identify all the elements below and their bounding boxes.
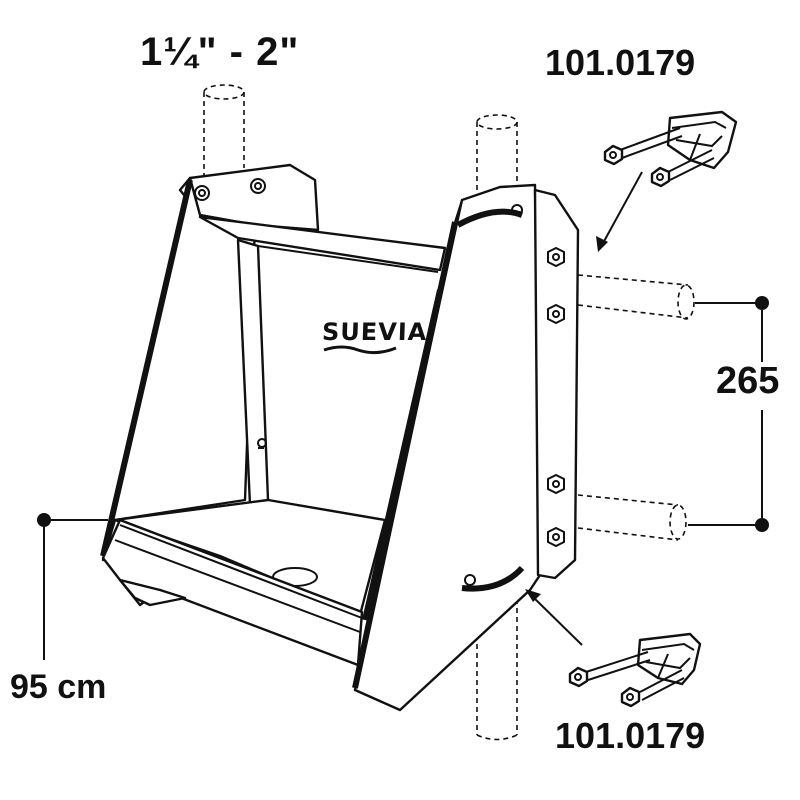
pipe-size-label: 1¼" - 2"	[140, 30, 300, 74]
arrow-icon	[525, 589, 583, 646]
left-pipe-dashed	[203, 84, 245, 178]
brand-wave	[323, 345, 397, 355]
bolt-icon	[603, 127, 683, 166]
brand-logo: SUEVIA	[321, 318, 428, 346]
part-code-top: 101.0179	[545, 42, 696, 83]
u-bolt-clamp-icon	[568, 632, 702, 708]
nut-icon	[547, 526, 565, 548]
mounting-plate	[533, 188, 580, 580]
spacing-dimension-label: 265	[716, 360, 780, 402]
height-dimension-label: 95 cm	[10, 668, 107, 706]
trough-right-panel	[352, 183, 542, 712]
trough-inner-wall	[198, 215, 447, 521]
bolt-icon	[568, 651, 651, 688]
bolt-icon	[620, 669, 685, 708]
bolt-icon	[650, 149, 715, 188]
u-bolt-clamp-icon	[603, 110, 738, 188]
spacing-dimension	[688, 296, 769, 532]
trough-front-lip	[101, 518, 364, 667]
trough-back-plate	[178, 163, 320, 232]
part-code-bottom: 101.0179	[555, 715, 706, 756]
nut-icon	[547, 473, 565, 495]
pipe-stubs-dashed	[577, 274, 695, 541]
nut-icon	[547, 246, 565, 268]
dimension-dot-icon	[755, 296, 769, 310]
clamp-rotation-marks	[456, 204, 525, 592]
arrow-icon	[596, 171, 643, 252]
dimension-dot-icon	[755, 518, 769, 532]
nut-icon	[547, 303, 565, 325]
height-dimension	[37, 513, 108, 660]
trough-left-side	[100, 176, 257, 562]
